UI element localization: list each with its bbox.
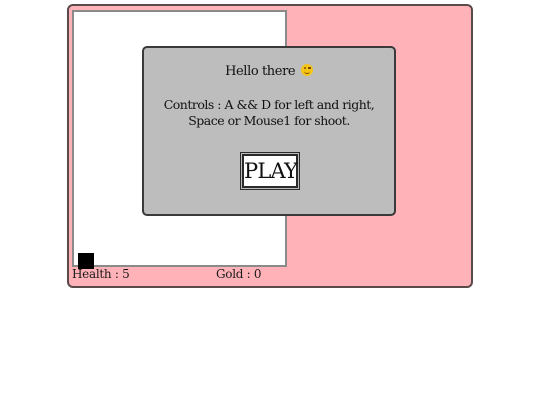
greeting-text: Hello there	[225, 64, 296, 79]
gold-value: 0	[253, 267, 262, 281]
wink-emoji-icon	[300, 64, 313, 76]
start-dialog: Hello there Controls : A && D for left a…	[142, 46, 396, 216]
gold-display: Gold : 0	[216, 267, 262, 281]
gold-label: Gold :	[216, 267, 254, 281]
controls-text: Controls : A && D for left and right, Sp…	[163, 97, 375, 128]
health-display: Health : 5	[72, 267, 130, 281]
play-button[interactable]: PLAY	[242, 154, 298, 188]
health-label: Health :	[72, 267, 123, 281]
player-block	[78, 253, 94, 269]
greeting: Hello there	[144, 64, 394, 79]
health-value: 5	[122, 267, 130, 281]
